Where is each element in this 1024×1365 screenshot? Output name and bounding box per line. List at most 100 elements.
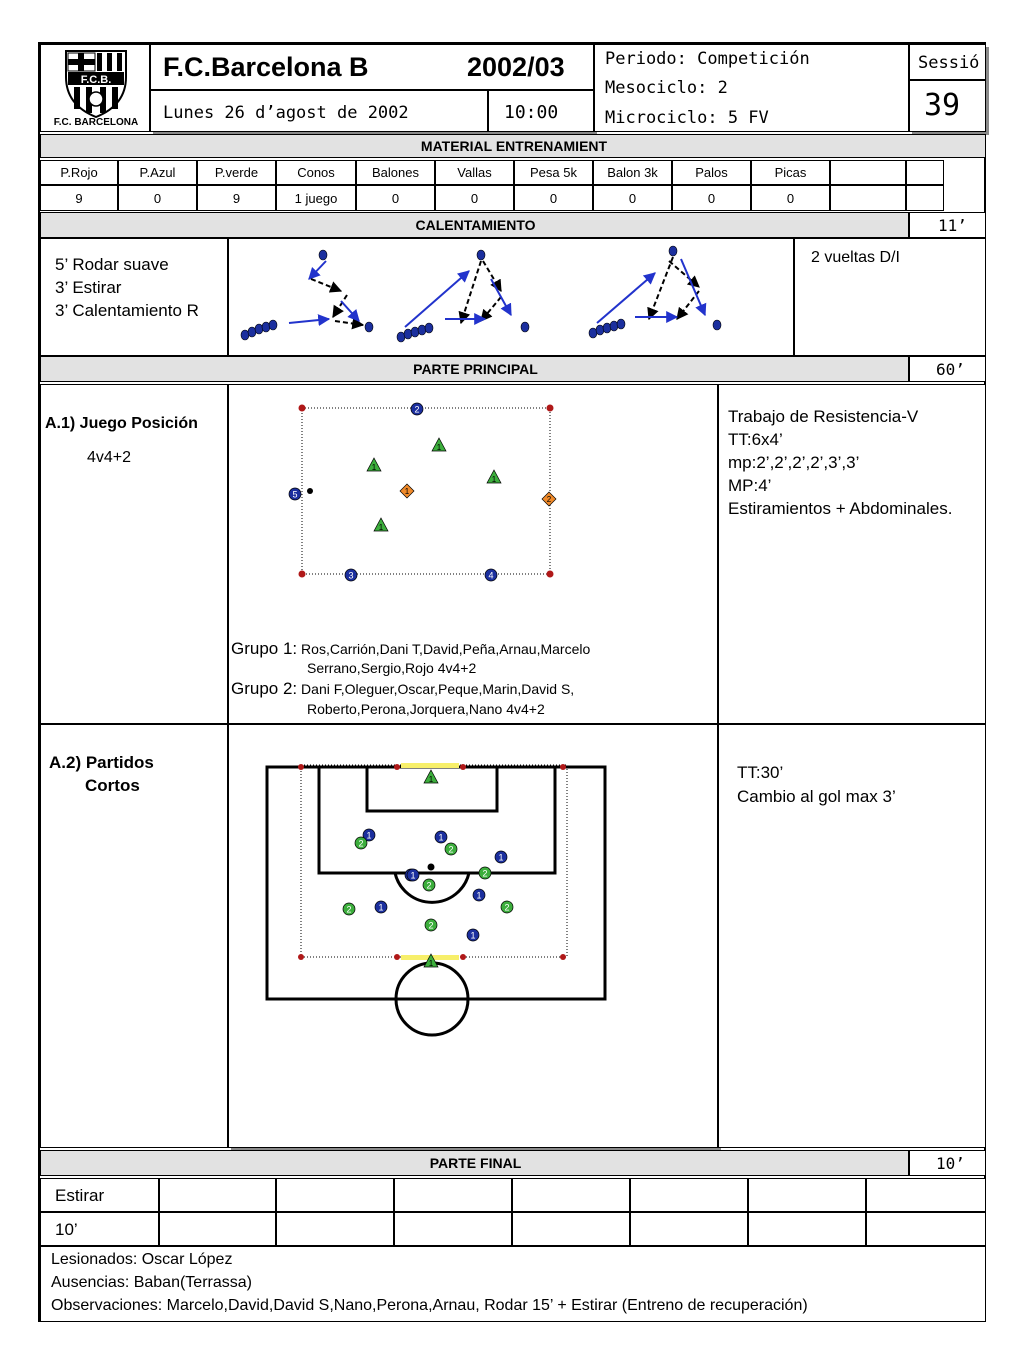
a2-green-player: 2 — [422, 878, 436, 892]
observaciones: Observaciones: Marcelo,David,David S,Nan… — [51, 1297, 808, 1314]
svg-text:3: 3 — [348, 571, 353, 581]
a2-blue-player: 1 — [466, 928, 480, 942]
material-value-6: 0 — [435, 185, 514, 211]
material-value-8: 0 — [593, 185, 672, 211]
svg-text:1: 1 — [492, 475, 497, 484]
svg-text:1: 1 — [372, 463, 377, 472]
a1-title: A.1) Juego Posición — [45, 415, 198, 432]
a2-keeper: 1 — [423, 769, 439, 784]
svg-text:1: 1 — [476, 891, 481, 901]
calentamiento-item-3: 3’ Calentamiento R — [55, 301, 199, 320]
svg-text:2: 2 — [426, 881, 431, 891]
material-header-1: P.Rojo — [40, 160, 118, 185]
session-label: Sessió — [918, 53, 980, 73]
a2-diagram-cell: 11111111122222221 — [228, 724, 718, 1148]
a2-blue-player: 1 — [406, 868, 420, 882]
svg-text:1: 1 — [438, 833, 443, 843]
calentamiento-note-cell: 2 vueltas D/I — [794, 238, 986, 356]
a2-green-player: 2 — [444, 842, 458, 856]
a1-label-cell: A.1) Juego Posición 4v4+2 — [40, 384, 228, 724]
calentamiento-diagram-cell — [228, 238, 794, 356]
material-value-11 — [830, 185, 906, 211]
svg-text:1: 1 — [379, 523, 384, 532]
a1-group2-line2: Roberto,Perona,Jorquera,Nano 4v4+2 — [307, 701, 545, 717]
microciclo: Microciclo: 5 FV — [605, 108, 769, 128]
a1-note-2: TT:6x4’ — [728, 430, 783, 449]
a1-group2-players: Dani F,Oleguer,Oscar,Peque,Marin,David S… — [301, 681, 575, 697]
principal-band: PARTE PRINCIPAL — [40, 356, 909, 382]
date-cell: Lunes 26 d’agost de 2002 — [150, 90, 488, 132]
a1-blue-player: 2 — [410, 402, 424, 416]
svg-text:1: 1 — [498, 853, 503, 863]
principal-duration-cell: 60’ — [909, 356, 986, 382]
calentamiento-title: CALENTAMIENTO — [415, 217, 536, 233]
a1-ball — [307, 488, 313, 494]
a1-group1-line2: Serrano,Sergio,Rojo 4v4+2 — [307, 660, 477, 676]
a1-group1-label: Grupo 1: — [231, 639, 298, 658]
svg-text:2: 2 — [448, 845, 453, 855]
svg-text:2: 2 — [358, 839, 363, 849]
principal-title: PARTE PRINCIPAL — [413, 361, 538, 377]
final-grid: Estirar 10’ — [40, 1178, 986, 1246]
a2-label-cell: A.2) Partidos Cortos — [40, 724, 228, 1148]
a1-group1-players: Ros,Carrión,Dani T,David,Peña,Arnau,Marc… — [301, 641, 591, 657]
final-band: PARTE FINAL — [40, 1150, 909, 1176]
material-title: MATERIAL ENTRENAMIENT — [420, 138, 608, 154]
calentamiento-duration-cell: 11’ — [909, 212, 986, 238]
a1-blue-player: 4 — [484, 568, 498, 582]
material-value-2: 0 — [118, 185, 197, 211]
warmup-drill-1 — [240, 249, 374, 341]
session-label-cell: Sessió — [909, 44, 986, 80]
final-empty-cell — [630, 1212, 748, 1246]
logo-caption: F.C. BARCELONA — [53, 117, 139, 128]
a2-player-markers: 11111111122222221 — [342, 769, 514, 968]
a2-blue-player: 1 — [472, 888, 486, 902]
a2-notes-cell: TT:30’ Cambio al gol max 3’ — [718, 724, 986, 1148]
team-name: F.C.Barcelona B — [163, 52, 369, 82]
final-duration: 10’ — [936, 1154, 965, 1173]
material-header-6: Vallas — [435, 160, 514, 185]
final-empty-cell — [394, 1178, 512, 1212]
team-cell: F.C.Barcelona B 2002/03 — [150, 44, 594, 90]
calentamiento-list-cell: 5’ Rodar suave 3’ Estirar 3’ Calentamien… — [40, 238, 228, 356]
session-time: 10:00 — [504, 102, 559, 123]
svg-text:2: 2 — [346, 905, 351, 915]
a1-note-4: MP:4’ — [728, 476, 772, 495]
material-value-1: 9 — [40, 185, 118, 211]
final-empty-cell — [394, 1212, 512, 1246]
logo-cell: F.C.B. F.C. BARCELONA — [40, 44, 150, 132]
final-empty-cell — [512, 1178, 630, 1212]
material-header-2: P.Azul — [118, 160, 197, 185]
warmup-drill-3 — [588, 245, 722, 339]
material-header-5: Balones — [356, 160, 435, 185]
a1-green-player: 1 — [373, 517, 389, 532]
a2-blue-player: 1 — [494, 850, 508, 864]
a1-subtitle: 4v4+2 — [87, 449, 132, 466]
a2-pitch-lines — [265, 765, 607, 1037]
svg-text:1: 1 — [429, 775, 434, 784]
principal-duration: 60’ — [936, 360, 965, 379]
training-sheet: F.C.B. F.C. BARCELONA F.C.Barcelona B 20… — [38, 42, 986, 1322]
a1-notes-cell: Trabajo de Resistencia-V TT:6x4’ mp:2’,2… — [718, 384, 986, 724]
svg-text:1: 1 — [366, 831, 371, 841]
svg-text:1: 1 — [437, 443, 442, 452]
a1-blue-player: 3 — [344, 568, 358, 582]
a2-green-player: 2 — [478, 866, 492, 880]
a2-ball — [427, 863, 435, 871]
svg-text:2: 2 — [482, 869, 487, 879]
final-empty-cell — [866, 1178, 986, 1212]
a1-neutral-player: 2 — [541, 491, 557, 507]
svg-text:2: 2 — [428, 921, 433, 931]
a2-green-player: 2 — [500, 900, 514, 914]
a2-blue-player: 1 — [374, 900, 388, 914]
material-value-7: 0 — [514, 185, 593, 211]
calentamiento-duration: 11’ — [938, 216, 967, 235]
final-empty-cell — [512, 1212, 630, 1246]
svg-text:1: 1 — [470, 931, 475, 941]
svg-text:2: 2 — [547, 495, 552, 504]
svg-text:4: 4 — [488, 571, 493, 581]
a2-goal-top — [401, 763, 459, 768]
final-empty-cell — [159, 1178, 276, 1212]
final-empty-cell — [159, 1212, 276, 1246]
